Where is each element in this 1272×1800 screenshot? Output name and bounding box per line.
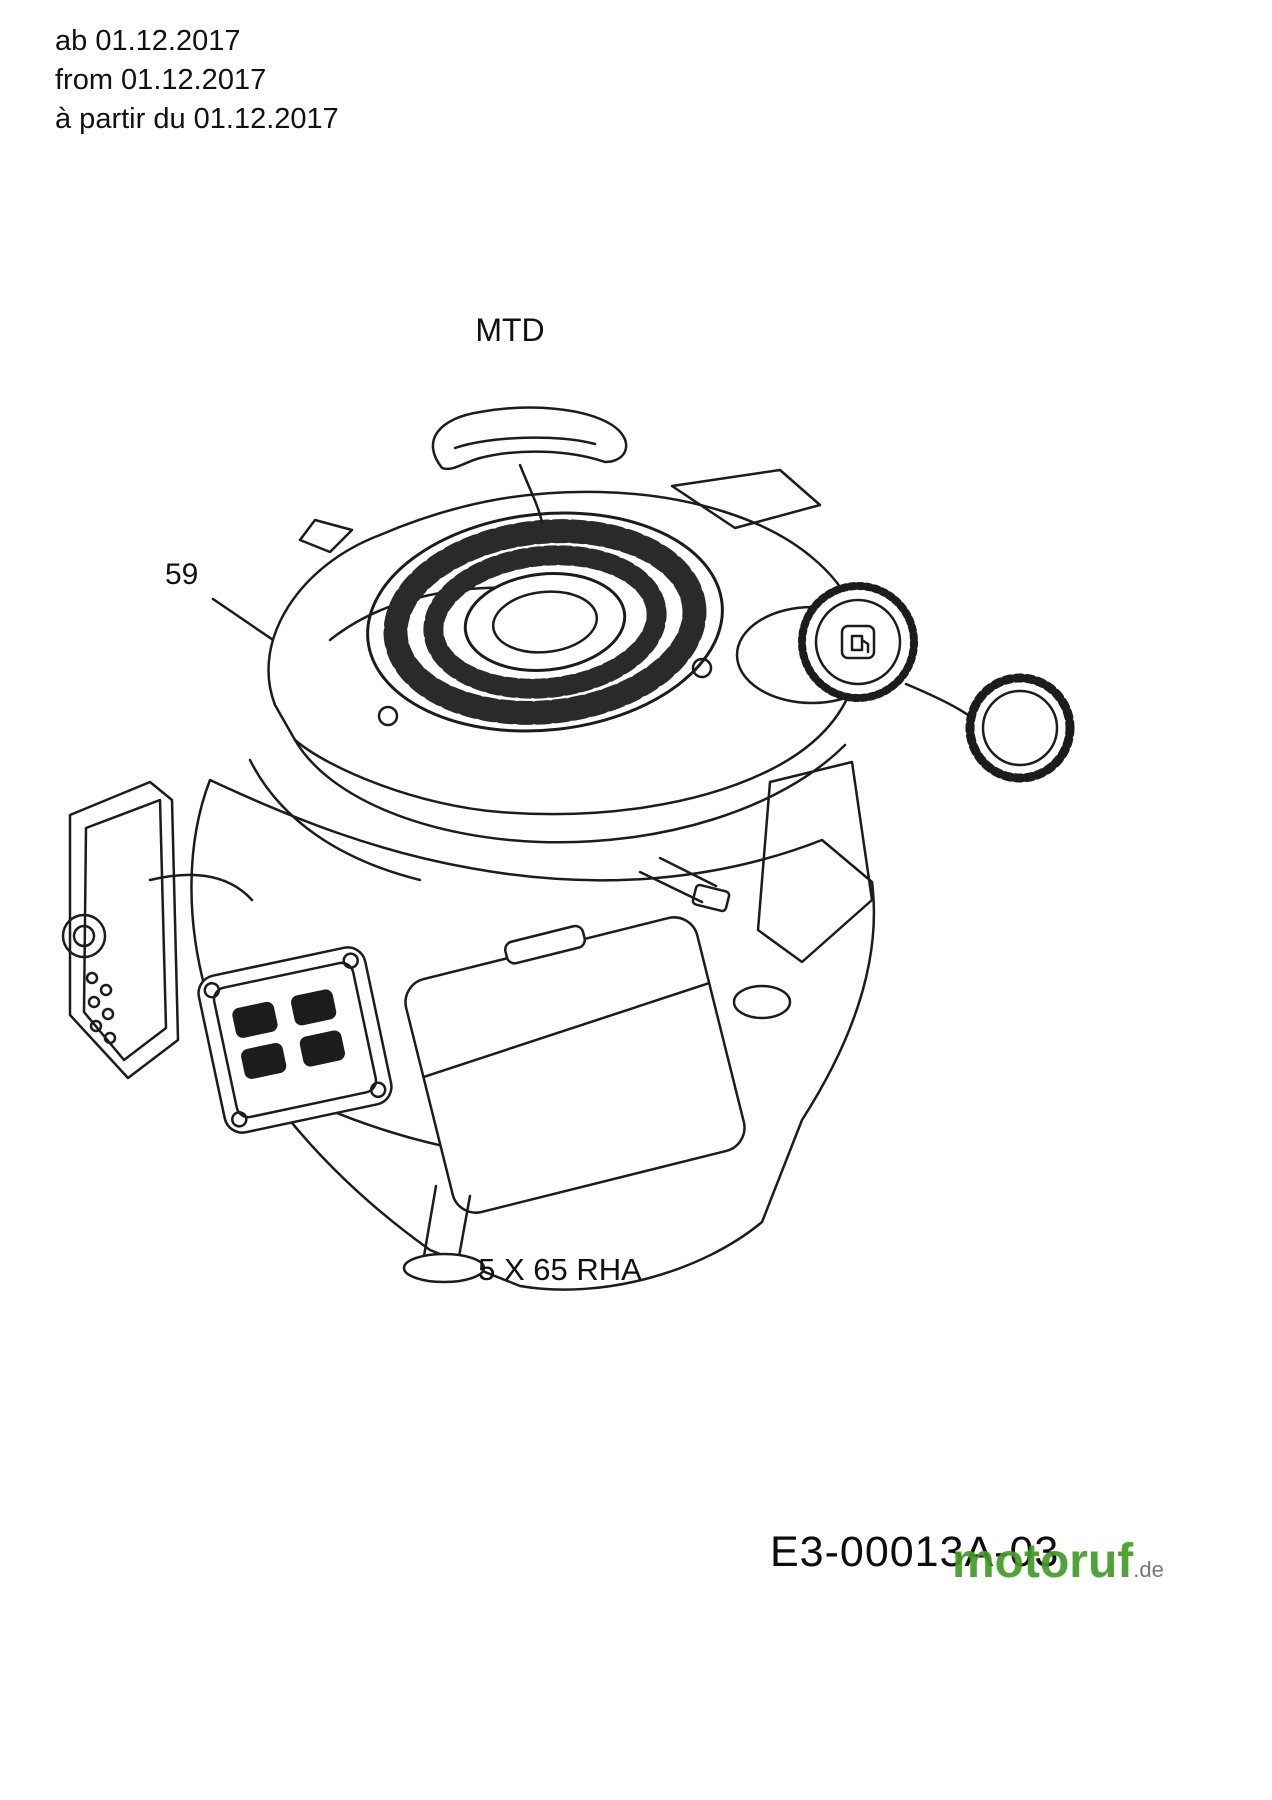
starter-handle [431, 406, 628, 524]
validity-line-de: ab 01.12.2017 [55, 25, 241, 57]
validity-line-fr: à partir du 01.12.2017 [55, 103, 339, 135]
recoil-fan-cover [366, 511, 724, 733]
air-filter-box [404, 916, 746, 1214]
validity-line-en: from 01.12.2017 [55, 64, 267, 96]
starter-rope [518, 463, 544, 524]
brand-label: MTD [475, 312, 545, 348]
pull-ring [904, 673, 1075, 783]
output-shaft [402, 1184, 486, 1284]
part-callout-59: 59 [165, 558, 199, 591]
engine-model-label: 5 X 65 RHA [478, 1252, 642, 1287]
fuel-cap [735, 582, 918, 705]
document-number: E3-00013A-03 [770, 1528, 1060, 1576]
watermark-tld: .de [1133, 1557, 1164, 1582]
watermark-text: motoruf [952, 1535, 1134, 1588]
mounting-bracket [61, 780, 254, 1080]
muffler [197, 946, 393, 1134]
fuel-cap-icon [840, 624, 876, 660]
validity-note: ab 01.12.2017 from 01.12.2017 à partir d… [55, 22, 339, 139]
watermark: motoruf.de [952, 1534, 1164, 1589]
